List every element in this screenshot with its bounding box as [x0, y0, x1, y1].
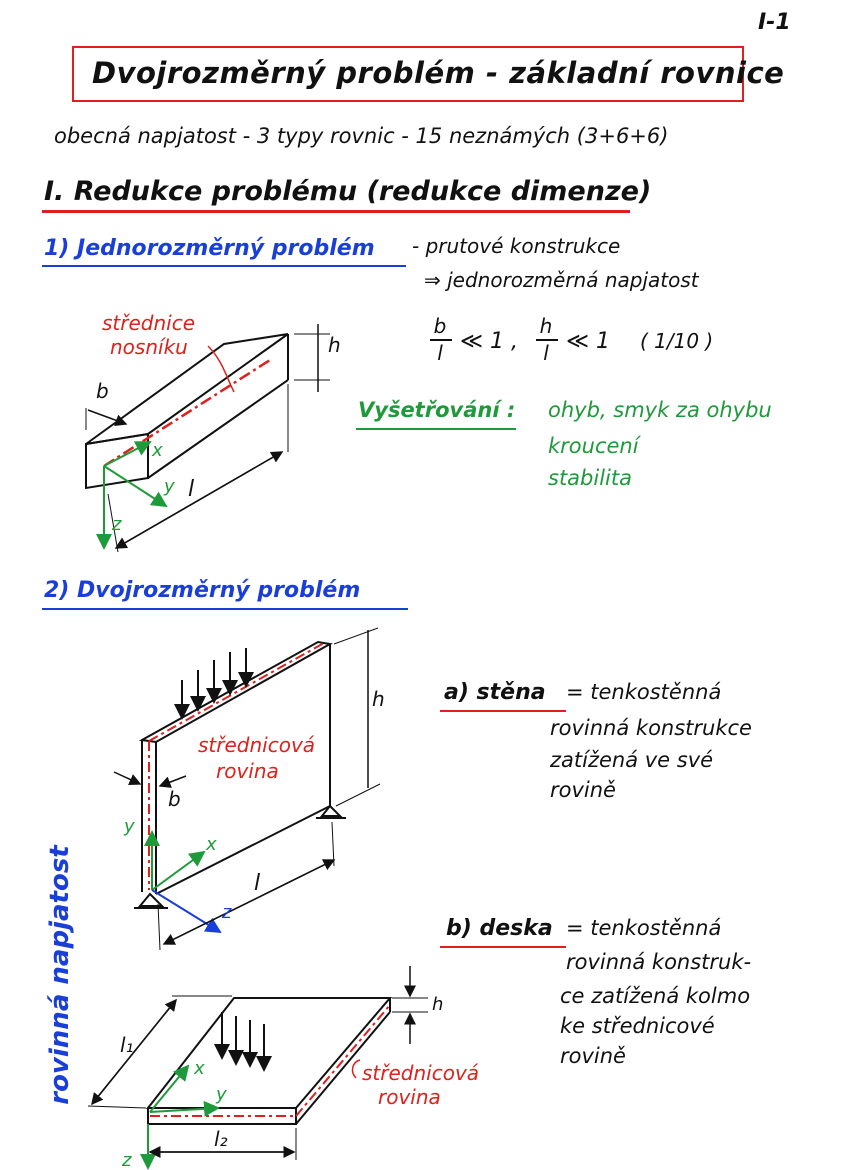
plate-def-5: rovině — [560, 1044, 626, 1068]
wall-def-2: rovinná konstrukce — [550, 716, 752, 740]
wall-axis-z: z — [221, 902, 232, 923]
wall-axis-x: x — [205, 834, 217, 855]
plate-label: b) deska — [446, 916, 553, 941]
beam-dim-b: b — [96, 379, 109, 403]
beam-center-label-1: střednice — [102, 311, 195, 335]
plate-axis-z: z — [121, 1150, 132, 1170]
plate-mid-plane-2: rovina — [378, 1085, 441, 1109]
beam-axis-x: x — [151, 440, 163, 461]
beam-dim-l: l — [188, 477, 194, 502]
wall-axis-y: y — [123, 816, 135, 837]
wall-dim-l: l — [254, 871, 260, 896]
wall-figure: střednicová rovina h b l x y z — [113, 627, 385, 951]
svg-text:≪ 1 ,: ≪ 1 , — [460, 329, 518, 354]
slenderness-condition: b l ≪ 1 , h l ≪ 1 ( 1/10 ) — [430, 314, 713, 365]
plate-axis-x: x — [193, 1058, 205, 1079]
beam-axis-z: z — [111, 514, 122, 535]
one-d-desc-1: - prutové konstrukce — [412, 234, 621, 258]
investigation-label: Vyšetřování : — [358, 398, 516, 422]
svg-text:l: l — [437, 341, 443, 365]
wall-label-underline — [440, 710, 566, 712]
wall-mid-plane-2: rovina — [216, 759, 279, 783]
svg-text:b: b — [434, 314, 447, 338]
svg-text:l: l — [543, 341, 549, 365]
plate-def-1: = tenkostěnná — [566, 916, 722, 940]
svg-text:≪ 1: ≪ 1 — [566, 329, 610, 354]
plate-def-4: ke střednicové — [560, 1014, 715, 1038]
plate-dim-h: h — [432, 994, 443, 1015]
wall-mid-plane-1: střednicová — [198, 733, 315, 757]
plate-def-3: ce zatížená kolmo — [560, 984, 751, 1008]
plate-label-underline — [440, 946, 566, 948]
beam-figure: střednice nosníku b h l x y z — [85, 311, 341, 553]
investigation-item-2: kroucení — [548, 434, 639, 458]
investigation-item-1: ohyb, smyk za ohybu — [548, 398, 772, 422]
beam-dim-h: h — [328, 333, 341, 357]
beam-axis-y: y — [163, 476, 175, 497]
plate-def-2: rovinná konstruk- — [566, 950, 752, 974]
wall-def-4: rovině — [550, 778, 616, 802]
plate-dim-l1: l₁ — [120, 1033, 134, 1057]
two-d-heading: 2) Dvojrozměrný problém — [44, 578, 361, 603]
title-frame — [72, 46, 744, 102]
plate-axis-y: y — [215, 1084, 227, 1105]
plate-mid-plane-1: střednicová — [362, 1061, 479, 1085]
one-d-heading-underline — [42, 265, 406, 267]
plate-dim-l2: l₂ — [214, 1127, 228, 1151]
one-d-heading: 1) Jednorozměrný problém — [44, 236, 375, 261]
investigation-underline — [356, 428, 516, 430]
wall-def-3: zatížená ve své — [550, 748, 714, 772]
two-d-heading-underline — [42, 608, 408, 610]
section-underline — [42, 210, 630, 213]
svg-text:h: h — [540, 314, 553, 338]
intro-line: obecná napjatost - 3 typy rovnic - 15 ne… — [54, 124, 669, 148]
wall-dim-b: b — [168, 787, 181, 811]
section-heading: I. Redukce problému (redukce dimenze) — [44, 176, 652, 207]
wall-label: a) stěna — [444, 680, 546, 705]
one-d-desc-2: ⇒ jednorozměrná napjatost — [424, 268, 699, 292]
svg-text:( 1/10 ): ( 1/10 ) — [640, 329, 713, 353]
investigation-item-3: stabilita — [548, 466, 632, 490]
wall-def-1: = tenkostěnná — [566, 680, 722, 704]
wall-dim-h: h — [372, 687, 385, 711]
beam-center-label-2: nosníku — [110, 335, 188, 359]
plate-figure: střednicová rovina l₁ l₂ h x y z — [87, 966, 479, 1170]
page-title: Dvojrozměrný problém - základní rovnice — [92, 56, 785, 90]
page-number: I-1 — [758, 10, 791, 35]
